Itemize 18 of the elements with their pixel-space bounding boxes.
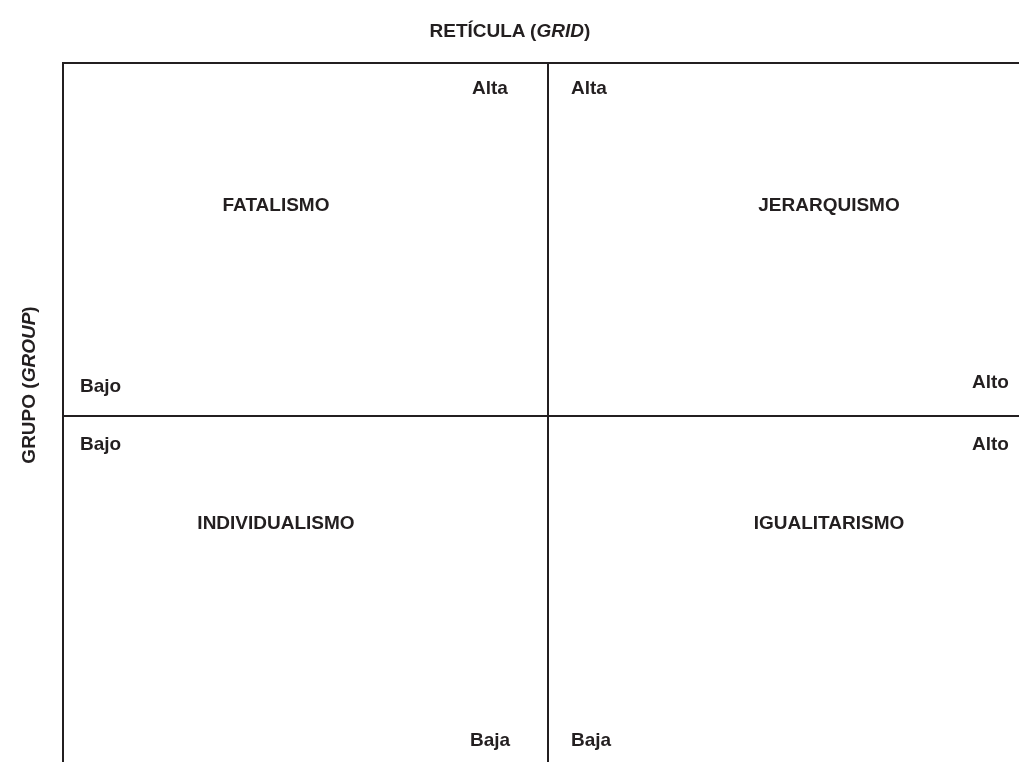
scale-label: Alta [571, 77, 607, 99]
axis-label: GRUPO (GROUP) [17, 306, 40, 464]
scale-label: Baja [470, 729, 511, 751]
quadrant-box [62, 415, 548, 762]
scale-label: Bajo [80, 375, 122, 397]
scale-label: Bajo [80, 433, 122, 455]
quadrant-title: INDIVIDUALISMO [197, 512, 355, 534]
axis-label: RETÍCULA (GRID) [429, 20, 591, 42]
quadrant-box [547, 415, 1019, 762]
quadrant-title: IGUALITARISMO [753, 512, 905, 534]
scale-label: Alto [972, 433, 1009, 455]
quadrant-title: FATALISMO [222, 194, 330, 216]
scale-label: Baja [571, 729, 612, 751]
scale-label: Alto [972, 371, 1009, 393]
quadrant-box [62, 62, 548, 416]
quadrant-box [547, 62, 1019, 416]
quadrant-title: JERARQUISMO [758, 194, 900, 216]
scale-label: Alta [472, 77, 508, 99]
